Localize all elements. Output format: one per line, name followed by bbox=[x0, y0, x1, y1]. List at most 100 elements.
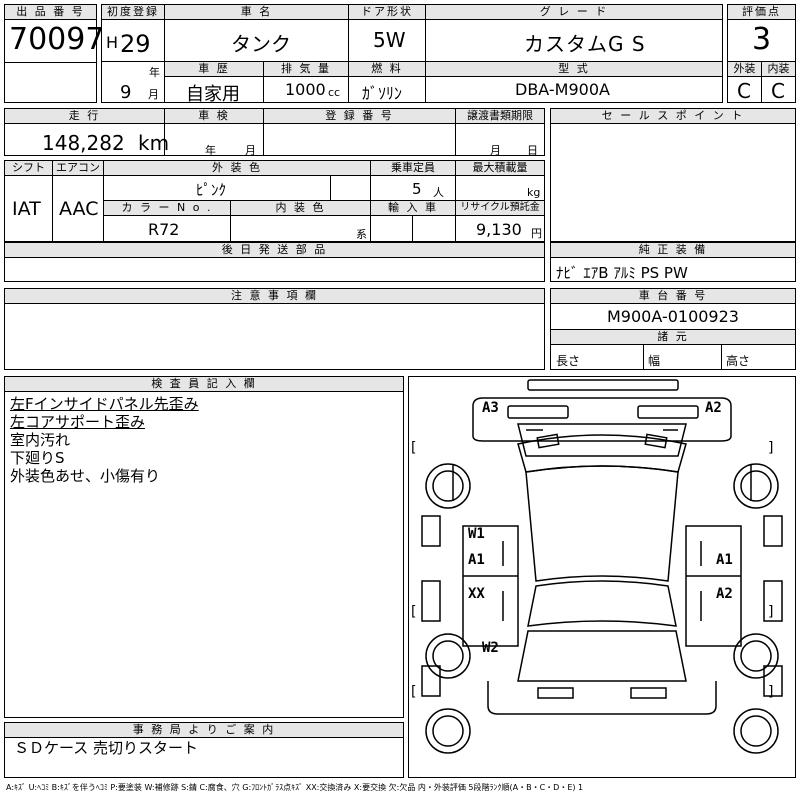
capacity-value: 5 bbox=[412, 180, 422, 198]
displacement-header: 排 気 量 bbox=[263, 61, 349, 77]
mileage-header: 走 行 bbox=[4, 108, 165, 124]
max-load-header: 最大積載量 bbox=[455, 160, 545, 176]
bracket-left-1: [ bbox=[411, 440, 417, 456]
mileage-value: 148,282 bbox=[42, 131, 125, 155]
mark-left-door-rear: XX bbox=[468, 586, 485, 602]
length-label: 長さ bbox=[556, 354, 581, 368]
bracket-left-2: [ bbox=[411, 604, 417, 620]
chassis-header: 車 台 番 号 bbox=[550, 288, 796, 304]
inspection-year-unit: 年 bbox=[205, 144, 216, 157]
sales-point-header: セ ー ル ス ポ イ ン ト bbox=[550, 108, 796, 124]
bracket-left-3: [ bbox=[411, 684, 417, 700]
width-label: 幅 bbox=[648, 354, 661, 368]
car-name: タンク bbox=[231, 32, 291, 56]
inspector-line-3: 室内汚れ bbox=[10, 431, 71, 449]
grade-header: グ レ ー ド bbox=[425, 4, 723, 20]
divider bbox=[412, 215, 413, 242]
divider bbox=[425, 4, 426, 62]
grade-value: カスタムG S bbox=[524, 32, 646, 56]
import-header: 輸 入 車 bbox=[370, 200, 456, 216]
genuine-header: 純 正 装 備 bbox=[550, 242, 796, 258]
inspector-line-2: 左コアサポート歪み bbox=[10, 413, 146, 431]
divider bbox=[643, 344, 644, 370]
max-load-unit: kg bbox=[527, 186, 541, 199]
door-value: 5W bbox=[373, 28, 406, 52]
inspector-line-4: 下廻りS bbox=[10, 449, 65, 467]
shift-header: シフト bbox=[4, 160, 53, 176]
bracket-right-2: ] bbox=[768, 604, 774, 620]
int-color-unit: 系 bbox=[356, 228, 367, 241]
mark-right-door-front: A1 bbox=[716, 552, 733, 568]
model-header: 型 式 bbox=[425, 61, 723, 77]
mark-left-rear-fender: W2 bbox=[482, 640, 499, 656]
height-label: 高さ bbox=[726, 354, 751, 368]
inspection-header: 車 検 bbox=[164, 108, 264, 124]
era-letter: H bbox=[106, 33, 119, 52]
recycle-value: 9,130 bbox=[476, 220, 522, 239]
shift-value: IAT bbox=[12, 198, 41, 220]
fuel-header: 燃 料 bbox=[348, 61, 426, 77]
interior-value: C bbox=[771, 79, 785, 103]
interior-header: 内装 bbox=[761, 61, 796, 77]
transfer-month-unit: 月 bbox=[490, 144, 501, 157]
legend-text: A:ｷｽﾞ U:ﾍｺﾐ B:ｷｽﾞを伴うﾍｺﾐ P:要塗装 W:補修跡 S:錆 … bbox=[6, 783, 584, 792]
car-diagram bbox=[421, 379, 783, 754]
lot-header: 出 品 番 号 bbox=[4, 4, 97, 20]
score-header: 評価点 bbox=[727, 4, 796, 20]
month-unit: 月 bbox=[148, 88, 159, 101]
divider bbox=[721, 344, 722, 370]
office-message: ＳＤケース 売切りスタート bbox=[14, 739, 199, 757]
recycle-header: リサイクル預託金 bbox=[455, 200, 545, 216]
exterior-header: 外装 bbox=[727, 61, 762, 77]
door-header: ドア形状 bbox=[348, 4, 426, 20]
divider bbox=[425, 61, 426, 103]
ac-header: エアコン bbox=[52, 160, 104, 176]
mark-left-door-front-1: W1 bbox=[468, 526, 485, 542]
color-no-value: R72 bbox=[148, 220, 180, 239]
fuel-value: ｶﾞｿﾘﾝ bbox=[362, 84, 403, 103]
score-value: 3 bbox=[752, 22, 772, 57]
lot-number: 70097 bbox=[9, 22, 105, 57]
history-header: 車 歴 bbox=[164, 61, 264, 77]
bracket-right-1: ] bbox=[768, 440, 774, 456]
divider bbox=[455, 108, 456, 156]
inspector-line-5: 外装色あせ、小傷有り bbox=[10, 467, 161, 485]
ac-value: AAC bbox=[59, 198, 99, 220]
dims-header: 諸 元 bbox=[550, 329, 796, 345]
diagram-box bbox=[408, 376, 796, 778]
notes-header: 注 意 事 項 欄 bbox=[4, 288, 545, 304]
displacement-unit: cc bbox=[328, 86, 341, 99]
genuine-value: ﾅﾋﾞ ｴｱB ｱﾙﾐ PS PW bbox=[556, 264, 688, 282]
exterior-value: C bbox=[737, 79, 751, 103]
divider bbox=[52, 160, 53, 242]
ext-color-header: 外 装 色 bbox=[103, 160, 371, 176]
lot-divider bbox=[4, 62, 97, 63]
divider bbox=[263, 108, 264, 156]
int-color-header: 内 装 色 bbox=[230, 200, 371, 216]
name-header: 車 名 bbox=[164, 4, 349, 20]
displacement-value: 1000 bbox=[285, 80, 326, 99]
divider bbox=[330, 175, 331, 201]
color-no-header: カ ラ ー N o . bbox=[103, 200, 231, 216]
later-parts-header: 後 日 発 送 部 品 bbox=[4, 242, 545, 258]
inspector-line-1: 左Fインサイドパネル先歪み bbox=[10, 395, 199, 413]
year-unit: 年 bbox=[149, 66, 160, 79]
capacity-unit: 人 bbox=[433, 186, 444, 199]
chassis-value: M900A-0100923 bbox=[607, 307, 739, 326]
recycle-unit: 円 bbox=[531, 227, 542, 240]
model-value: DBA-M900A bbox=[515, 80, 610, 99]
mileage-unit: km bbox=[138, 131, 170, 155]
divider bbox=[761, 61, 762, 103]
divider bbox=[164, 4, 165, 62]
mark-right-door-rear: A2 bbox=[716, 586, 733, 602]
reg-number-header: 登 録 番 号 bbox=[263, 108, 456, 124]
mark-front-left: A3 bbox=[482, 400, 499, 416]
inspection-month-unit: 月 bbox=[245, 144, 256, 157]
divider bbox=[230, 200, 231, 242]
transfer-day-unit: 日 bbox=[527, 144, 538, 157]
mark-front-right: A2 bbox=[705, 400, 722, 416]
transfer-header: 譲渡書類期限 bbox=[455, 108, 545, 124]
office-header: 事 務 局 よ り ご 案 内 bbox=[4, 722, 404, 738]
ext-color-value: ﾋﾟﾝｸ bbox=[196, 181, 227, 199]
divider bbox=[348, 61, 349, 103]
